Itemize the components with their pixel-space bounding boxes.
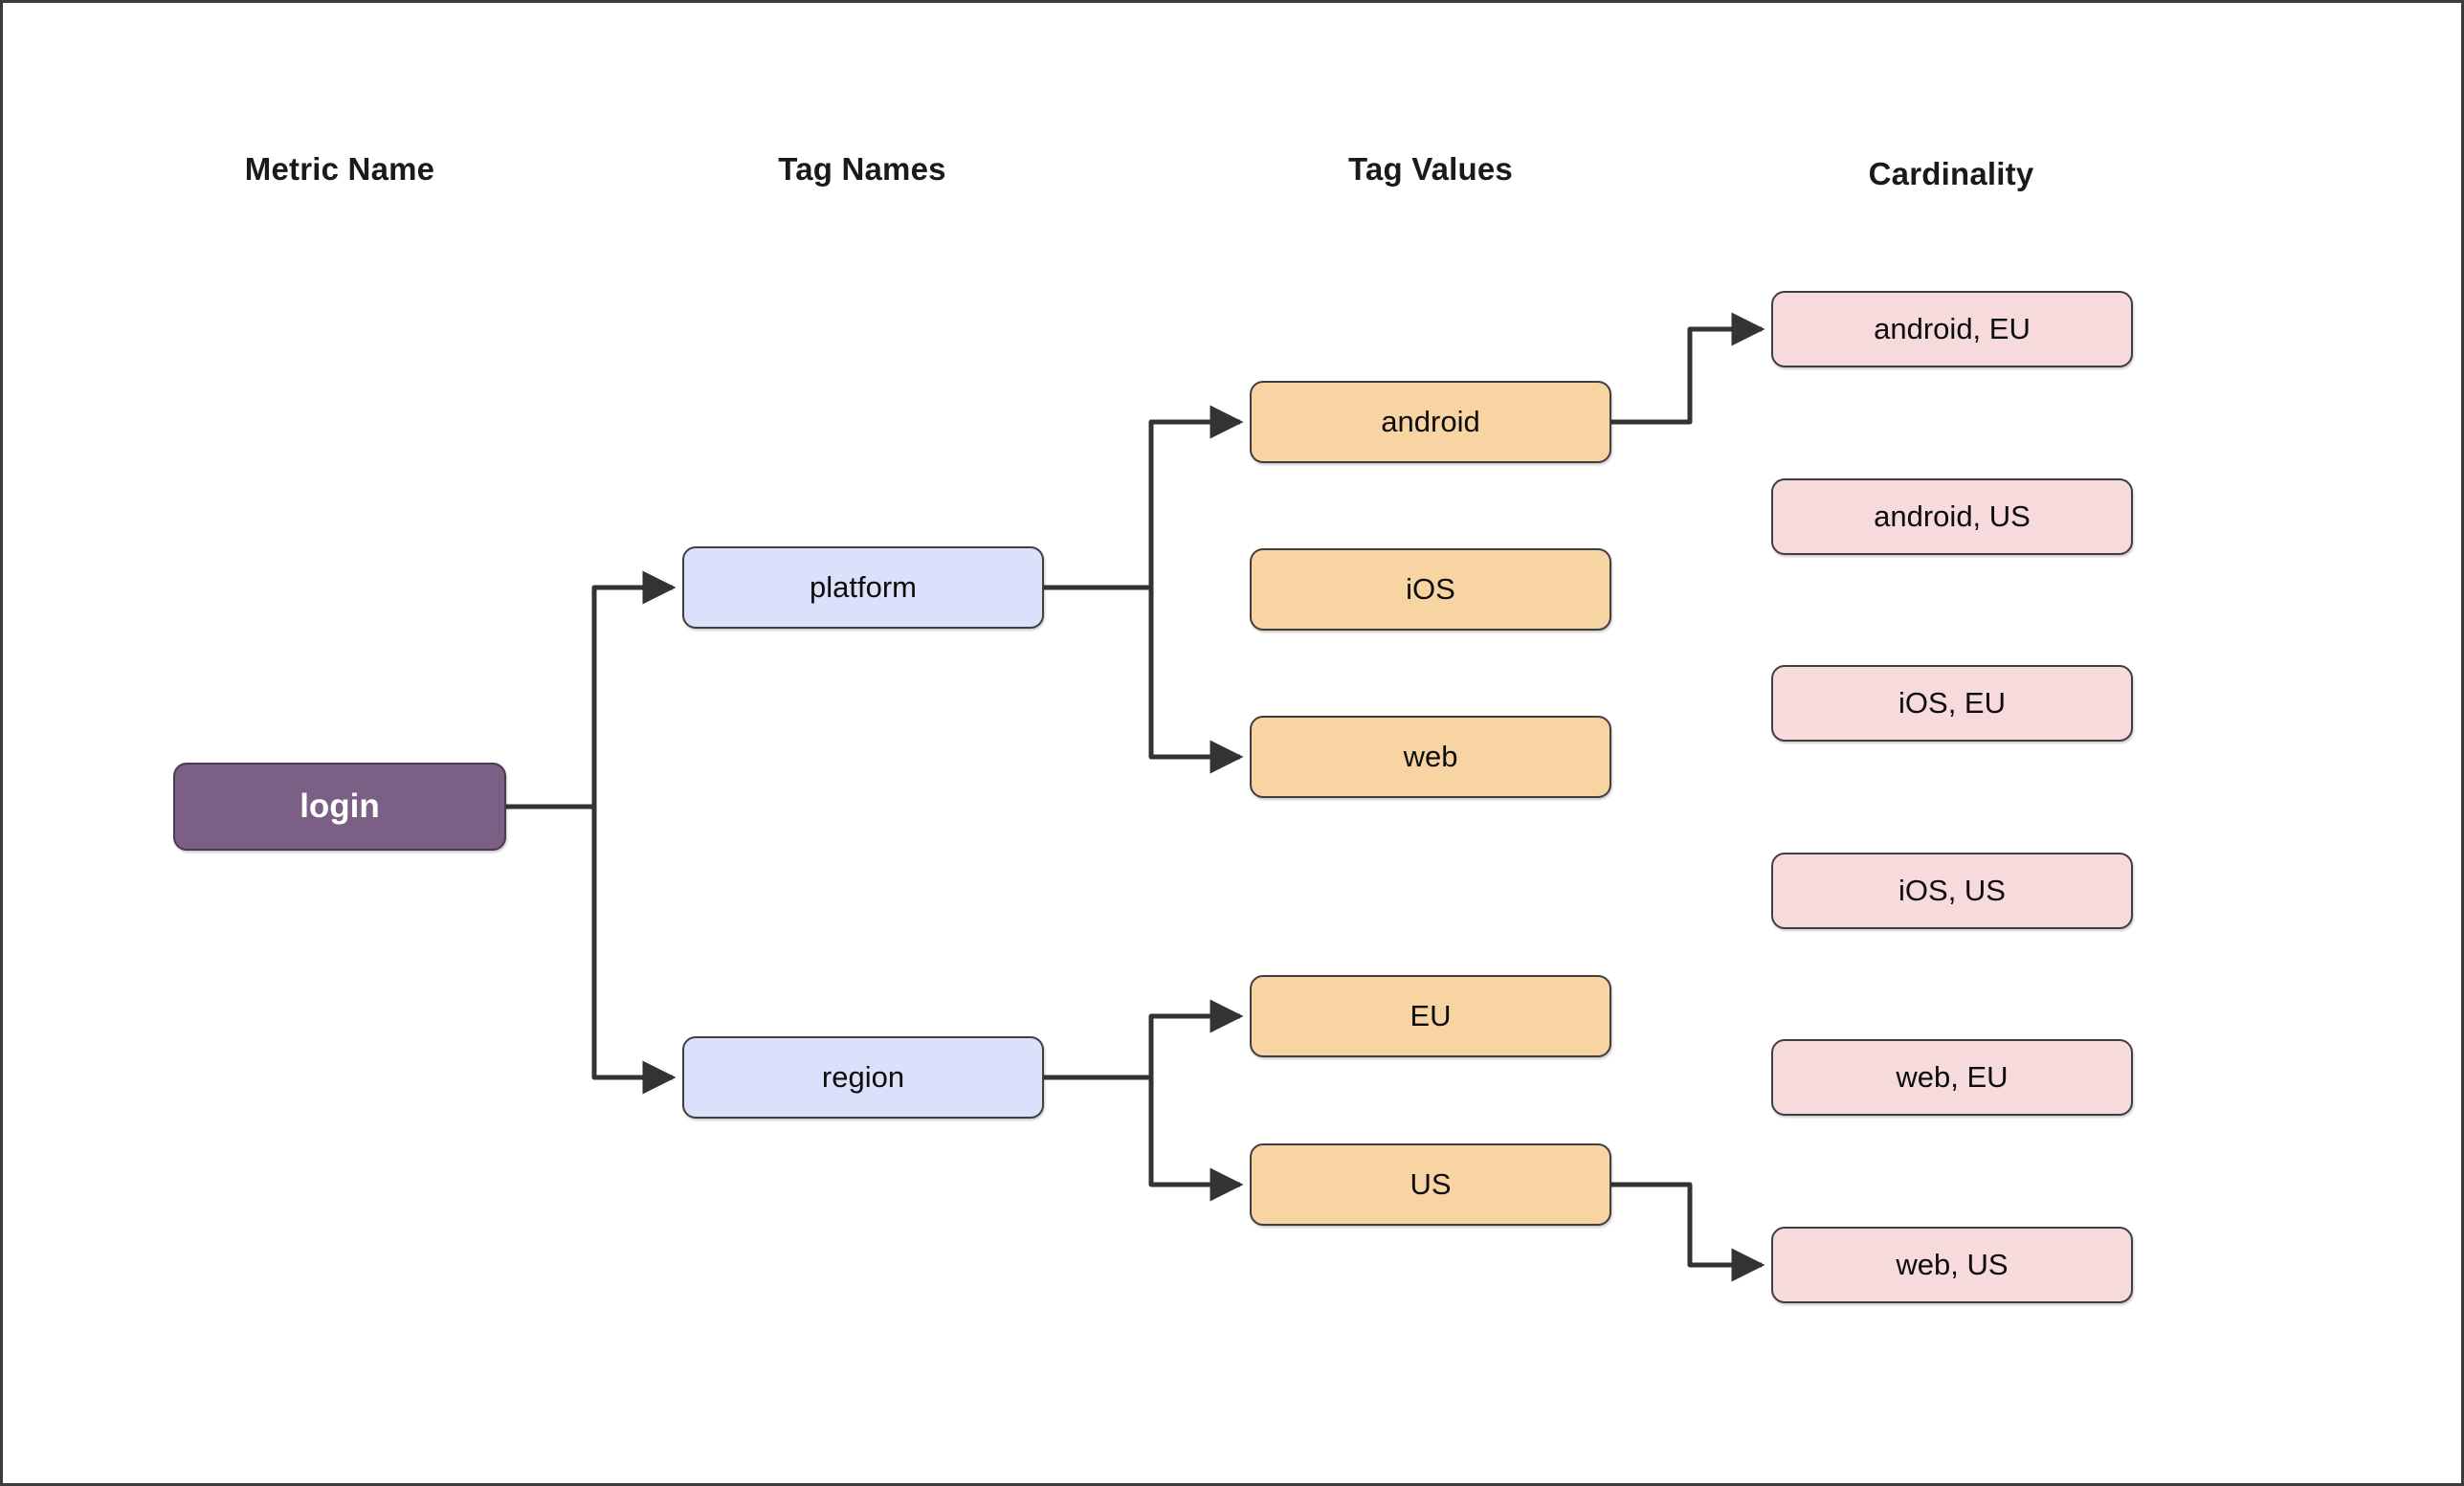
edge-android-android-eu — [1611, 312, 1765, 425]
node-tagname-region[interactable]: region — [682, 1036, 1044, 1119]
edge-us-web-us — [1611, 1182, 1765, 1282]
node-tagvalue-eu[interactable]: EU — [1250, 975, 1611, 1057]
node-cardinality-web-eu[interactable]: web, EU — [1771, 1039, 2133, 1116]
edge-platform-web — [1148, 588, 1244, 774]
node-tagvalue-android[interactable]: android — [1250, 381, 1611, 463]
node-cardinality-web-us[interactable]: web, US — [1771, 1227, 2133, 1303]
node-metric-login[interactable]: login — [173, 763, 506, 851]
column-header-cardinality: Cardinality — [1868, 156, 2034, 191]
edge-login-region — [591, 807, 677, 1095]
node-tagvalue-us[interactable]: US — [1250, 1143, 1611, 1226]
column-header-tag-values: Tag Values — [1348, 151, 1513, 187]
edge-region-us — [1148, 1077, 1244, 1202]
node-cardinality-android-us[interactable]: android, US — [1771, 478, 2133, 555]
node-tagname-platform[interactable]: platform — [682, 546, 1044, 629]
node-tagvalue-ios[interactable]: iOS — [1250, 548, 1611, 631]
node-tagvalue-web[interactable]: web — [1250, 716, 1611, 798]
edge-login-platform — [591, 570, 677, 807]
column-header-metric-name: Metric Name — [244, 151, 435, 187]
edge-region-eu — [1148, 999, 1244, 1077]
column-header-tag-names: Tag Names — [778, 151, 946, 187]
node-cardinality-ios-eu[interactable]: iOS, EU — [1771, 665, 2133, 742]
edge-platform-android — [1148, 405, 1244, 588]
node-cardinality-ios-us[interactable]: iOS, US — [1771, 853, 2133, 929]
node-cardinality-android-eu[interactable]: android, EU — [1771, 291, 2133, 367]
